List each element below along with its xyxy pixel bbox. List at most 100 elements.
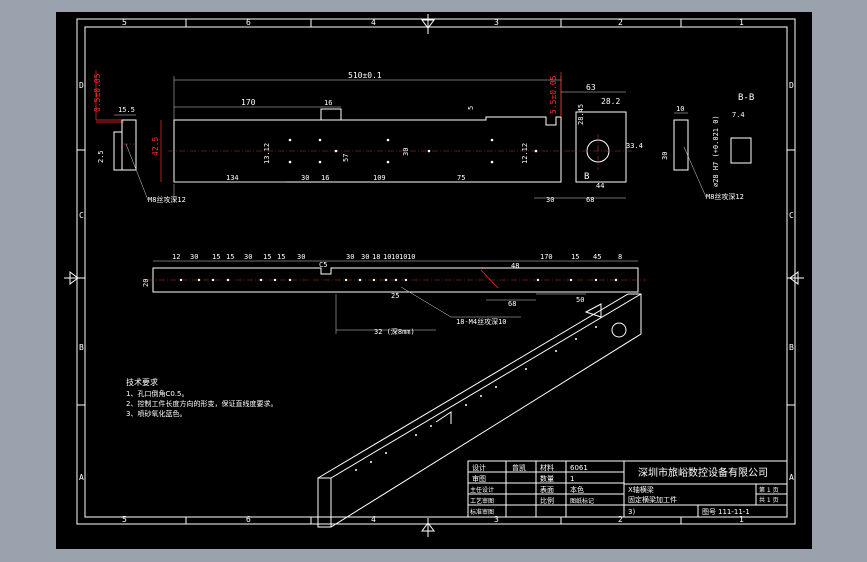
top-view[interactable]: 12 30 15 15 30 15 15 30 30 30 18 10 10 1… — [142, 253, 646, 336]
section-letter: B — [584, 172, 589, 182]
title-block[interactable]: 设计 曾凯 材料 6061 审图 数量 1 主任设计 表面 本色 工艺审图 比例… — [467, 460, 788, 518]
zone-left-D: D — [79, 81, 84, 90]
dim-30-section: 30 — [661, 152, 669, 160]
note-hole-mid: 18-M4丝攻深10 — [456, 317, 507, 326]
tb-row2-label: 审图 — [472, 474, 486, 483]
zone-left-B: B — [79, 343, 84, 352]
tb-row5-label: 标准审图 — [470, 508, 494, 516]
mid-dim-15-d: 15 — [277, 253, 285, 261]
zone-top-3: 3 — [494, 18, 499, 27]
mid-dim-30-c: 30 — [297, 253, 305, 261]
red-tol-left: 0.5±0.05 — [93, 73, 102, 112]
dim-16-top: 16 — [324, 99, 332, 107]
right-end-view[interactable]: 63 28.2 28.45 33.4 B 30 68 44 — [534, 83, 643, 204]
zone-bottom-5: 5 — [122, 515, 127, 524]
mid-dim-10-c: 10 — [399, 253, 407, 261]
isometric-view[interactable] — [317, 293, 642, 528]
drawing-no-label: 图号 — [702, 508, 716, 516]
tb-row2-col4: 1 — [570, 475, 574, 483]
mid-dim-30-a: 30 — [190, 253, 198, 261]
tb-row1-col4: 6061 — [570, 464, 588, 472]
mid-dim-10-d: 10 — [407, 253, 415, 261]
left-end-view[interactable]: 15.5 2.5 M8丝攻深12 — [97, 106, 186, 204]
mid-c5: C5 — [319, 261, 327, 269]
tb-row3-col3: 表面 — [540, 485, 554, 494]
dim-30-right: 30 — [546, 196, 554, 204]
mid-dim-10-b: 10 — [391, 253, 399, 261]
tb-row1-name: 曾凯 — [512, 463, 526, 472]
sheet-number: 第 1 页 — [759, 486, 779, 494]
dim-7-4: 7.4 — [732, 111, 745, 119]
mid-dim-30-d: 30 — [346, 253, 354, 261]
dim-5: 5 — [467, 106, 475, 110]
mid-dim-15-a: 15 — [212, 253, 220, 261]
dim-134: 134 — [226, 174, 239, 182]
zone-left-C: C — [79, 211, 84, 220]
zone-bottom-1: 1 — [739, 515, 744, 524]
mid-dim-12: 12 — [172, 253, 180, 261]
zone-right-C: C — [789, 211, 794, 220]
part-name: 固定横梁加工件 — [628, 495, 677, 504]
zone-left-A: A — [79, 473, 84, 482]
dim-overall-length: 510±0.1 — [348, 71, 382, 80]
tb-row2-col3: 数量 — [540, 474, 554, 483]
mid-dim-15-b: 15 — [226, 253, 234, 261]
tb-row1-col3: 材料 — [540, 463, 554, 472]
mid-dim-45: 45 — [593, 253, 601, 261]
front-view[interactable]: 510±0.1 170 16 5 0.5±0.05 5.5±0.05 42.5 … — [93, 70, 571, 200]
tech-req-title: 技术要求 — [126, 377, 158, 387]
dim-10: 10 — [676, 105, 684, 113]
zone-top-4: 4 — [371, 18, 376, 27]
mid-dim-30-e: 30 — [361, 253, 369, 261]
zone-top-6: 6 — [246, 18, 251, 27]
dim-109: 109 — [373, 174, 386, 182]
dim-28-45: 28.45 — [577, 104, 585, 125]
tb-row1-label: 设计 — [472, 463, 486, 472]
tech-req-item-3: 3、喷砂氧化蓝色。 — [126, 409, 186, 418]
mid-dim-20: 20 — [142, 279, 150, 287]
zone-top-2: 2 — [618, 18, 623, 27]
zone-bottom-6: 6 — [246, 515, 251, 524]
section-b-b[interactable]: B-B 10 30 7.4 ⌀28 H7 (+0.021 0) M8丝攻深12 — [661, 93, 754, 201]
dim-63: 63 — [586, 83, 596, 92]
dim-68: 68 — [586, 196, 594, 204]
dim-12-12: 12.12 — [521, 143, 529, 164]
tb-row3-label: 主任设计 — [470, 486, 494, 494]
cad-drawing: 5 6 4 3 2 1 5 6 4 3 2 1 D C B A D C B A — [64, 14, 804, 537]
dim-16-bottom: 16 — [321, 174, 329, 182]
zone-right-D: D — [789, 81, 794, 90]
dim-15-5: 15.5 — [118, 106, 135, 114]
dim-28-2: 28.2 — [601, 97, 620, 106]
mid-dim-170: 170 — [540, 253, 553, 261]
zone-top-5: 5 — [122, 18, 127, 27]
dim-75: 75 — [457, 174, 465, 182]
tb-row3-col4: 本色 — [570, 485, 584, 494]
zone-bottom-2: 2 — [618, 515, 623, 524]
total-sheets: 共 1 页 — [759, 496, 779, 504]
red-tol-right: 5.5±0.05 — [549, 75, 558, 114]
dim-2-5: 2.5 — [97, 150, 105, 163]
tb-row4-label: 工艺审图 — [470, 497, 494, 505]
mid-dim-15-e: 15 — [571, 253, 579, 261]
dim-30-vert: 30 — [402, 148, 410, 156]
dim-57: 57 — [342, 154, 350, 162]
drawing-viewport[interactable]: 5 6 4 3 2 1 5 6 4 3 2 1 D C B A D C B A — [56, 12, 812, 549]
dim-44: 44 — [596, 182, 604, 190]
drawing-border — [64, 14, 804, 537]
dim-30: 30 — [301, 174, 309, 182]
zone-bottom-3: 3 — [494, 515, 499, 524]
tb-row4-col4: 图纸标记 — [570, 497, 594, 505]
zone-bottom-4: 4 — [371, 515, 376, 524]
mid-dim-10-a: 10 — [383, 253, 391, 261]
technical-requirements: 技术要求 1、孔口倒角C0.5。 2、控制工件长度方向的形变，保证直线度要求。 … — [126, 377, 277, 418]
mid-dim-30-b: 30 — [244, 253, 252, 261]
mid-dim-8: 8 — [618, 253, 622, 261]
tech-req-item-1: 1、孔口倒角C0.5。 — [126, 389, 188, 398]
mid-dim-32: 32 (深8mm) — [374, 327, 415, 336]
zone-top-1: 1 — [739, 18, 744, 27]
assembly-name: X轴横梁 — [628, 485, 654, 494]
mid-dim-25: 25 — [391, 292, 399, 300]
mid-dim-15-c: 15 — [263, 253, 271, 261]
dim-170: 170 — [241, 98, 256, 107]
company-name: 深圳市旅峪数控设备有限公司 — [638, 466, 768, 479]
